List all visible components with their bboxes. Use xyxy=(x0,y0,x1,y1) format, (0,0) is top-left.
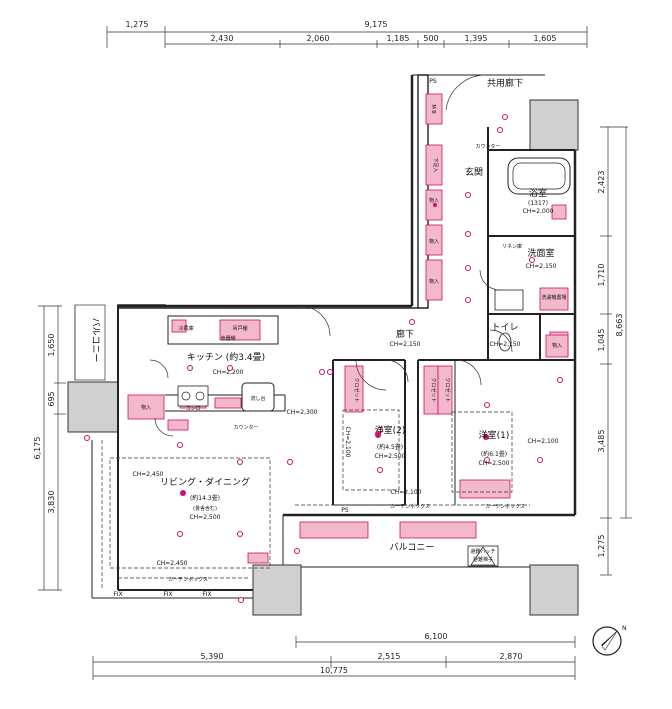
curtain-box-b1: カーテンボックス xyxy=(485,503,525,510)
entrance-label: 玄関 xyxy=(465,166,483,178)
bath-ch: CH=2,000 xyxy=(523,208,554,215)
dim-top-seg-3: 1,185 xyxy=(387,34,410,43)
bedroom2-label: 洋室(2) xyxy=(375,424,406,436)
dim-bottom-seg-2: 2,515 xyxy=(378,652,401,661)
dim-top-total: 9,175 xyxy=(365,20,388,29)
washroom-ch: CH=2,150 xyxy=(526,263,557,270)
washer-label: 洗濯機置場 xyxy=(541,294,566,301)
dim-bottom-upper: 6,100 xyxy=(425,632,448,641)
dim-bottom-seg-3: 2,870 xyxy=(500,652,523,661)
dim-top-seg-5: 1,395 xyxy=(465,34,488,43)
hall-label: 廊下 xyxy=(396,328,414,340)
dim-bottom-seg-1: 5,390 xyxy=(201,652,224,661)
bedroom2-size: (約4.5畳) xyxy=(377,443,403,451)
dim-right-seg-2: 1,710 xyxy=(597,264,606,287)
closet-b1-a: クロゼット xyxy=(430,377,437,402)
fix-2: FIX xyxy=(163,591,172,598)
dim-right-seg-1: 2,423 xyxy=(597,171,606,194)
storage-entry-3: 物入 xyxy=(429,278,439,285)
compass-label: N xyxy=(622,625,627,632)
dim-right-seg-3: 1,045 xyxy=(597,329,606,352)
fixtures xyxy=(127,93,571,567)
ps-bottom: PS xyxy=(341,507,349,514)
ch-2100-b1: CH=2,100 xyxy=(528,438,559,445)
dim-top-seg-1: 2,430 xyxy=(211,34,234,43)
left-dimensions: 6,175 1,650 695 3,830 xyxy=(33,305,66,591)
mb-label: M B xyxy=(430,104,436,114)
misc-labels: PS PS カウンター カウンター CH=2,300 CH=2,100 CH=2… xyxy=(113,78,566,598)
dim-left-total: 6,175 xyxy=(33,437,42,460)
closet-b1-b: クロゼット xyxy=(444,377,451,402)
dim-left-seg-3: 3,830 xyxy=(47,491,56,514)
dim-right-seg-4: 3,485 xyxy=(597,430,606,453)
storage-entry-1: 物入 xyxy=(429,197,439,204)
bottom-dimensions: 6,100 5,390 2,515 2,870 10,775 xyxy=(92,632,576,680)
sink-label: 流し台 xyxy=(250,395,265,402)
compass: N xyxy=(592,625,627,656)
dim-top-seg-6: 1,605 xyxy=(534,34,557,43)
bath-size: (1317) xyxy=(528,200,548,207)
curtain-box-living: カーテンボックス xyxy=(168,576,208,583)
common-corridor-label: 共用廊下 xyxy=(487,77,523,89)
living-label: リビング・ダイニング xyxy=(160,476,250,488)
dashed-zones xyxy=(101,409,530,590)
storage-kitchen: 物入 xyxy=(141,404,151,411)
fix-1: FIX xyxy=(113,591,122,598)
linen-label: リネン庫 xyxy=(502,243,522,250)
doors xyxy=(149,74,513,437)
washroom-label: 洗面室 xyxy=(527,247,554,259)
balcony-bottom-label: バルコニー xyxy=(390,542,435,553)
dim-bottom-total: 10,775 xyxy=(320,666,348,675)
ladder-label: 避難梯子 xyxy=(473,556,493,563)
top-dimensions: 1,275 9,175 2,430 2,060 1,185 500 1,395 … xyxy=(106,20,588,48)
balcony-left-label: バルコニー xyxy=(90,318,101,363)
ch-2300: CH=2,300 xyxy=(287,409,318,416)
oven-label: 食器棚 xyxy=(220,335,235,342)
ps-top: PS xyxy=(429,78,437,85)
fix-3: FIX xyxy=(202,591,211,598)
kitchen-label: キッチン (約3.4畳) xyxy=(187,351,265,363)
counter-kitchen: カウンター xyxy=(233,424,258,431)
storage-toilet: 物入 xyxy=(552,342,562,349)
bedroom1-label: 洋室(1) xyxy=(479,429,510,441)
dim-left-seg-2: 695 xyxy=(47,391,56,406)
shoes-box: 下足入 xyxy=(432,157,438,172)
dim-right-seg-5: 1,275 xyxy=(597,535,606,558)
right-dimensions: 2,423 1,710 1,045 3,485 1,275 8,663 xyxy=(597,126,632,576)
living-ch: CH=2,500 xyxy=(190,514,221,521)
hood-label: 吊戸棚 xyxy=(232,325,247,332)
light-points xyxy=(84,114,563,603)
hatch-label: 避難ハッチ xyxy=(470,548,495,555)
dim-top-seg-2: 2,060 xyxy=(307,34,330,43)
dim-left-seg-1: 1,650 xyxy=(47,334,56,357)
room-labels: キッチン (約3.4畳) CH=2,200 リビング・ダイニング (約14.3畳… xyxy=(90,77,557,553)
dim-right-total: 8,663 xyxy=(615,314,624,337)
storage-entry-2: 物入 xyxy=(429,238,439,245)
toilet-ch: CH=2,150 xyxy=(490,341,521,348)
kitchen-ch: CH=2,200 xyxy=(213,369,244,376)
living-note: (畳舎含む) xyxy=(193,505,217,512)
closet-b2: クロゼット xyxy=(353,377,360,402)
stove-label: コンロ xyxy=(185,406,200,412)
fridge-label: 冷蔵庫 xyxy=(178,325,193,332)
bedroom1-size: (約6.1畳) xyxy=(481,450,507,458)
toilet-label: トイレ xyxy=(491,323,518,333)
living-size: (約14.3畳) xyxy=(190,494,220,502)
bath-label: 浴室 xyxy=(529,187,547,199)
hall-ch: CH=2,150 xyxy=(390,341,421,348)
dim-top-left: 1,275 xyxy=(126,20,149,29)
counter-top: カウンター xyxy=(475,143,500,150)
bedroom2-ch: CH=2,500 xyxy=(375,453,406,460)
ch-2100-mid: CH=2,100 xyxy=(391,489,422,496)
dim-top-seg-4: 500 xyxy=(423,34,438,43)
bedroom1-ch: CH=2,500 xyxy=(479,460,510,467)
ch-2450-a: CH=2,450 xyxy=(133,471,164,478)
curtain-box-b2: カーテンボックス xyxy=(390,503,430,510)
ch-2450-b: CH=2,450 xyxy=(157,560,188,567)
ch-2100-b2: CH=2,100 xyxy=(344,427,351,458)
